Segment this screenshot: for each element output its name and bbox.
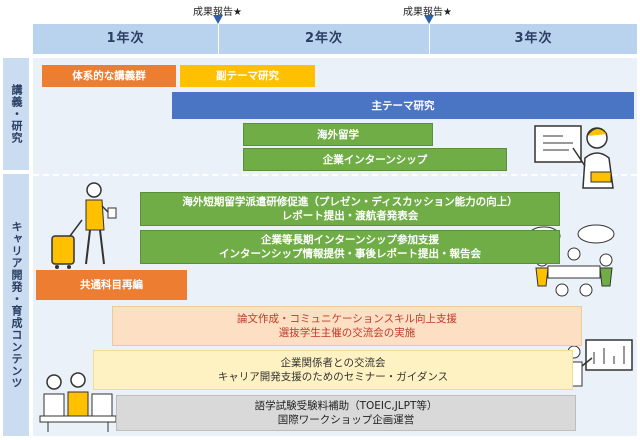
year-divider-1: [218, 24, 219, 54]
year-2-label: 2年次: [304, 31, 344, 46]
bar-long-internship-support: 企業等長期インターンシップ参加支援 インターンシップ情報提供・事後レポート提出・…: [140, 230, 560, 264]
bar-short-overseas-training: 海外短期留学派遣研修促進（プレゼン・ディスカッション能力の向上） レポート提出・…: [140, 192, 560, 226]
bar-language-test-subsidy: 語学試験受験料補助（TOEIC,JLPT等） 国際ワークショップ企画運営: [116, 395, 576, 431]
section-lecture-research-bg: [3, 58, 29, 170]
year-header-bar: [33, 24, 637, 54]
bar-main-theme-research: 主テーマ研究: [172, 92, 634, 119]
year-1-label: 1年次: [106, 31, 145, 46]
presenter-illustration: [534, 125, 614, 189]
bar-writing-communication: 論文作成・コミュニケーションスキル向上支援 選抜学生主催の交流会の実施: [112, 306, 582, 346]
traveler-illustration: [51, 182, 117, 269]
year-3-label: 3年次: [514, 31, 553, 46]
seminar-illustration: [565, 339, 633, 387]
section-career-label: キャリア開発・育成コンテンツ: [10, 221, 23, 389]
bar-common-subjects: 共通科目再編: [36, 270, 187, 300]
bar-sub-theme-research: 副テーマ研究: [180, 65, 315, 87]
bar-corporate-exchange: 企業関係者との交流会 キャリア開発支援のためのセミナー・ガイダンス: [93, 350, 573, 390]
report-marker-1-arrow-icon: [213, 15, 223, 24]
report-marker-2-label: 成果報告★: [403, 7, 452, 18]
section-career-bg: [3, 174, 29, 436]
bar-overseas-study: 海外留学: [243, 123, 433, 146]
year-divider-2: [429, 24, 430, 54]
bar-corporate-internship: 企業インターンシップ: [243, 148, 507, 171]
report-marker-1-label: 成果報告★: [193, 7, 242, 18]
section-divider: [33, 174, 637, 176]
report-marker-2-arrow-icon: [424, 15, 434, 24]
section-lecture-research-label: 講義・研究: [10, 84, 23, 144]
bar-systematic-lectures: 体系的な講義群: [42, 65, 176, 87]
